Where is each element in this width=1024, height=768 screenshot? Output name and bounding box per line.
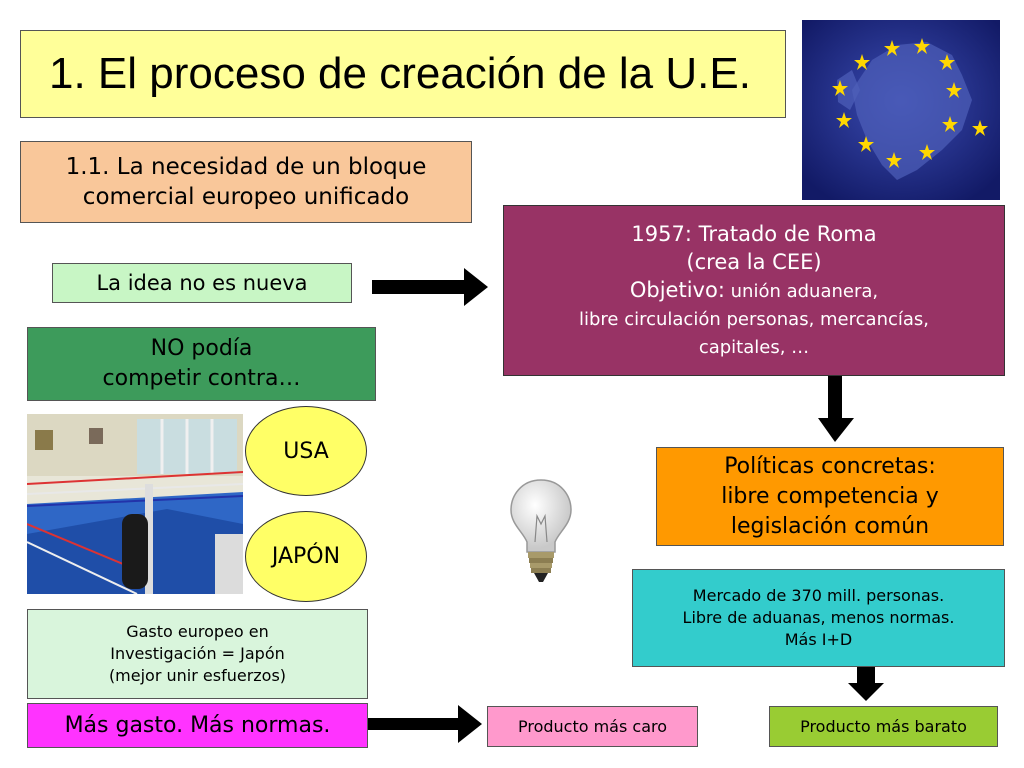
- producto-caro-box: Producto más caro: [487, 706, 698, 747]
- boxing-ring-photo: [27, 414, 243, 594]
- japon-label: JAPÓN: [271, 544, 341, 569]
- roma-line-5: capitales, …: [698, 336, 810, 358]
- right-arrow-icon: [372, 268, 488, 306]
- subtitle-line-1: 1.1. La necesidad de un bloque: [65, 154, 427, 180]
- japon-oval: JAPÓN: [245, 511, 367, 602]
- roma-line-1: 1957: Tratado de Roma: [631, 221, 877, 246]
- down-arrow-icon: [818, 376, 854, 442]
- tratado-roma-box: 1957: Tratado de Roma (crea la CEE) Obje…: [503, 205, 1005, 376]
- slide-title-text: 1. El proceso de creación de la U.E.: [49, 49, 751, 98]
- politicas-line-1: Políticas concretas:: [724, 453, 936, 479]
- roma-line-4: libre circulación personas, mercancías,: [578, 308, 930, 330]
- gasto-line-2: Investigación = Japón: [110, 644, 285, 663]
- no-podia-line-2: competir contra…: [102, 366, 301, 391]
- roma-objetivo-label: Objetivo:: [629, 277, 725, 302]
- right-arrow-icon: [368, 705, 482, 743]
- mercado-line-3: Más I+D: [784, 630, 853, 649]
- light-bulb-icon: [510, 479, 572, 582]
- politicas-line-3: legislación común: [730, 513, 930, 539]
- politicas-box: Políticas concretas: libre competencia y…: [656, 447, 1004, 546]
- mercado-line-2: Libre de aduanas, menos normas.: [682, 608, 955, 627]
- roma-line-2: (crea la CEE): [686, 249, 822, 274]
- down-arrow-icon: [848, 667, 884, 701]
- idea-text: La idea no es nueva: [96, 271, 308, 295]
- producto-caro-text: Producto más caro: [517, 717, 668, 736]
- mas-gasto-text: Más gasto. Más normas.: [64, 713, 331, 738]
- idea-box: La idea no es nueva: [52, 263, 352, 303]
- section-subtitle: 1.1. La necesidad de un bloque comercial…: [20, 141, 472, 223]
- producto-barato-text: Producto más barato: [800, 717, 967, 736]
- producto-barato-box: Producto más barato: [769, 706, 998, 747]
- no-podia-box: NO podía competir contra…: [27, 327, 376, 401]
- mercado-box: Mercado de 370 mill. personas. Libre de …: [632, 569, 1005, 667]
- usa-label: USA: [283, 438, 329, 464]
- no-podia-line-1: NO podía: [150, 336, 253, 361]
- slide-title: 1. El proceso de creación de la U.E.: [20, 30, 786, 118]
- politicas-line-2: libre competencia y: [721, 483, 939, 509]
- eu-flag-map-icon: [802, 20, 1000, 200]
- roma-objetivo-text: unión aduanera,: [724, 280, 879, 302]
- gasto-line-1: Gasto europeo en: [126, 622, 269, 641]
- mercado-line-1: Mercado de 370 mill. personas.: [692, 586, 945, 605]
- roma-line-3: Objetivo: unión aduanera,: [630, 276, 878, 306]
- mas-gasto-box: Más gasto. Más normas.: [27, 703, 368, 748]
- gasto-line-3: (mejor unir esfuerzos): [108, 666, 287, 685]
- gasto-box: Gasto europeo en Investigación = Japón (…: [27, 609, 368, 699]
- usa-oval: USA: [245, 406, 367, 496]
- subtitle-line-2: comercial europeo unificado: [82, 184, 410, 210]
